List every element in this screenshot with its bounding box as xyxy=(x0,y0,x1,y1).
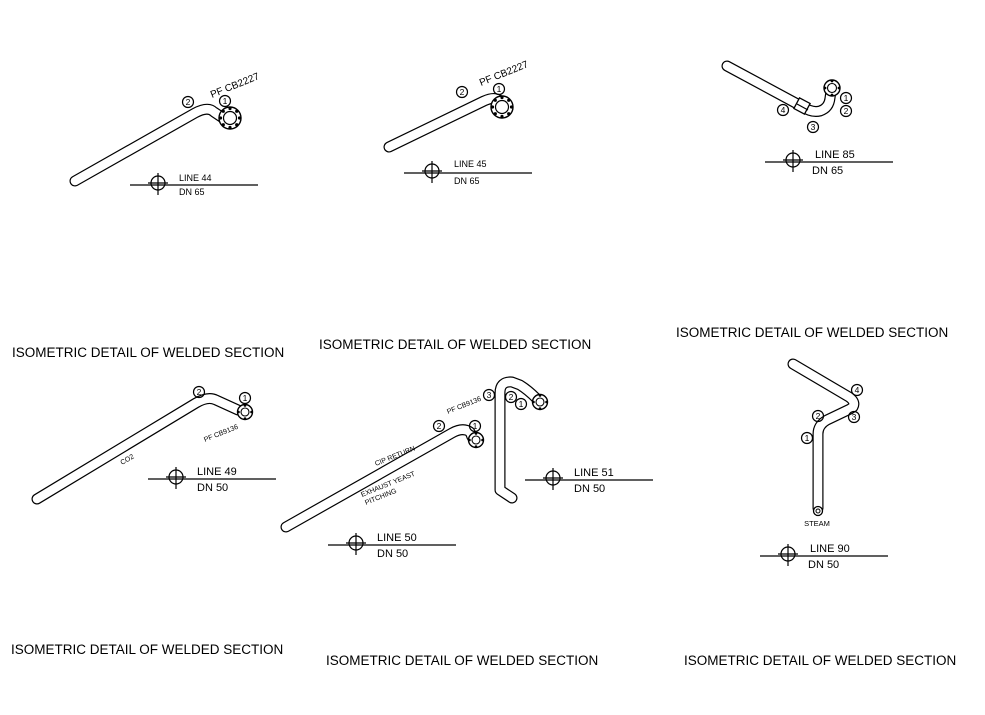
line-symbol xyxy=(148,467,276,489)
line-symbol xyxy=(404,161,532,183)
detail-6: 4 3 2 1 STEAM LINE 90 DN 50 ISOMETRIC DE… xyxy=(684,358,956,668)
marker-number: 2 xyxy=(844,106,849,116)
line-number: LINE 50 xyxy=(377,532,417,544)
pipe-run xyxy=(787,358,860,514)
weld-marker-4: 4 xyxy=(776,103,790,117)
flange-icon xyxy=(531,393,549,411)
line-size-b: DN 50 xyxy=(574,483,605,495)
detail-3: 4 3 1 2 LINE 85 DN 65 ISOMETRIC DETAIL O… xyxy=(676,60,948,340)
weld-marker-2: 2 xyxy=(181,95,195,109)
line-number: LINE 49 xyxy=(197,466,237,478)
marker-number: 3 xyxy=(811,122,816,132)
line-size: DN 50 xyxy=(808,559,839,571)
marker-number: 4 xyxy=(781,105,786,115)
weld-marker-2: 2 xyxy=(432,419,446,433)
line-symbol xyxy=(765,150,893,172)
marker-number: 2 xyxy=(816,411,821,421)
weld-marker-1: 1 xyxy=(238,391,252,405)
weld-marker-3: 3 xyxy=(847,410,861,424)
marker-number: 1 xyxy=(223,96,228,106)
weld-marker-1: 1 xyxy=(839,91,853,105)
marker-number: 1 xyxy=(519,399,524,409)
pipe-label: CO2 xyxy=(120,453,136,466)
detail-title: ISOMETRIC DETAIL OF WELDED SECTION xyxy=(676,325,948,340)
equipment-tag: PF CB2227 xyxy=(478,59,530,89)
flange-icon xyxy=(823,79,841,97)
steam-label: STEAM xyxy=(804,519,830,528)
marker-number: 1 xyxy=(497,84,502,94)
line-size: DN 65 xyxy=(812,165,843,177)
marker-number: 1 xyxy=(805,433,810,443)
pipe-run xyxy=(69,103,232,187)
line-number: LINE 90 xyxy=(810,543,850,555)
weld-marker-2: 2 xyxy=(839,104,853,118)
detail-title: ISOMETRIC DETAIL OF WELDED SECTION xyxy=(12,345,284,360)
pipe-run-riser xyxy=(494,376,542,504)
pipe-run-main xyxy=(280,424,478,533)
weld-marker-3: 3 xyxy=(482,388,496,402)
line-symbol xyxy=(760,544,888,566)
marker-number: 1 xyxy=(473,421,478,431)
weld-marker-2: 2 xyxy=(192,385,206,399)
flange-icon xyxy=(236,403,254,421)
weld-marker-1: 1 xyxy=(492,82,506,96)
detail-title: ISOMETRIC DETAIL OF WELDED SECTION xyxy=(319,337,591,352)
marker-number: 2 xyxy=(186,97,191,107)
line-size: DN 65 xyxy=(179,187,205,197)
weld-marker-1: 1 xyxy=(468,419,482,433)
detail-title: ISOMETRIC DETAIL OF WELDED SECTION xyxy=(11,642,283,657)
marker-number: 1 xyxy=(844,93,849,103)
marker-number: 3 xyxy=(852,412,857,422)
detail-5: 2 1 3 2 1 PF CB9136 CIP RETURN EXHAUST Y… xyxy=(280,376,653,668)
weld-marker-1: 1 xyxy=(800,431,814,445)
pipe-end-cap-icon xyxy=(812,505,824,517)
flange-icon xyxy=(467,431,485,449)
weld-marker-3: 3 xyxy=(806,120,820,134)
weld-marker-2: 2 xyxy=(455,85,469,99)
valve-icon xyxy=(793,97,811,115)
marker-number: 3 xyxy=(487,390,492,400)
flange-icon xyxy=(218,106,242,130)
line-size: DN 50 xyxy=(197,482,228,494)
line-size: DN 65 xyxy=(454,176,480,186)
line-number: LINE 44 xyxy=(179,173,212,183)
detail-title: ISOMETRIC DETAIL OF WELDED SECTION xyxy=(684,653,956,668)
weld-marker-1: 1 xyxy=(514,397,528,411)
line-symbol-a xyxy=(328,533,456,555)
line-number: LINE 85 xyxy=(815,149,855,161)
line-symbol-b xyxy=(525,468,653,490)
marker-number: 2 xyxy=(437,421,442,431)
marker-number: 2 xyxy=(197,387,202,397)
marker-number: 2 xyxy=(460,87,465,97)
line-size: DN 50 xyxy=(377,548,408,560)
equipment-tag: PF CB2227 xyxy=(209,71,261,101)
line-number-b: LINE 51 xyxy=(574,467,614,479)
detail-title: ISOMETRIC DETAIL OF WELDED SECTION xyxy=(326,653,598,668)
flange-icon xyxy=(490,95,514,119)
marker-number: 2 xyxy=(509,392,514,402)
pipe-run xyxy=(383,93,506,153)
detail-2: 2 1 PF CB2227 LINE 45 DN 65 ISOMETRIC DE… xyxy=(319,59,591,352)
line-number: LINE 45 xyxy=(454,159,487,169)
pipe-run xyxy=(721,60,837,117)
marker-number: 4 xyxy=(855,385,860,395)
weld-marker-2: 2 xyxy=(811,409,825,423)
weld-marker-1: 1 xyxy=(218,94,232,108)
detail-4: 2 1 PF CB9136 CO2 LINE 49 DN 50 ISOMETRI… xyxy=(11,385,283,657)
equipment-tag: PF CB9136 xyxy=(203,424,239,444)
line-symbol xyxy=(130,173,258,195)
equipment-tag: PF CB9136 xyxy=(446,396,482,416)
pipe-run xyxy=(31,393,244,505)
detail-1: 2 1 PF CB2227 LINE 44 DN 65 ISOMETRIC DE… xyxy=(12,71,284,360)
weld-marker-2: 2 xyxy=(504,390,518,404)
weld-marker-4: 4 xyxy=(850,383,864,397)
marker-number: 1 xyxy=(243,393,248,403)
